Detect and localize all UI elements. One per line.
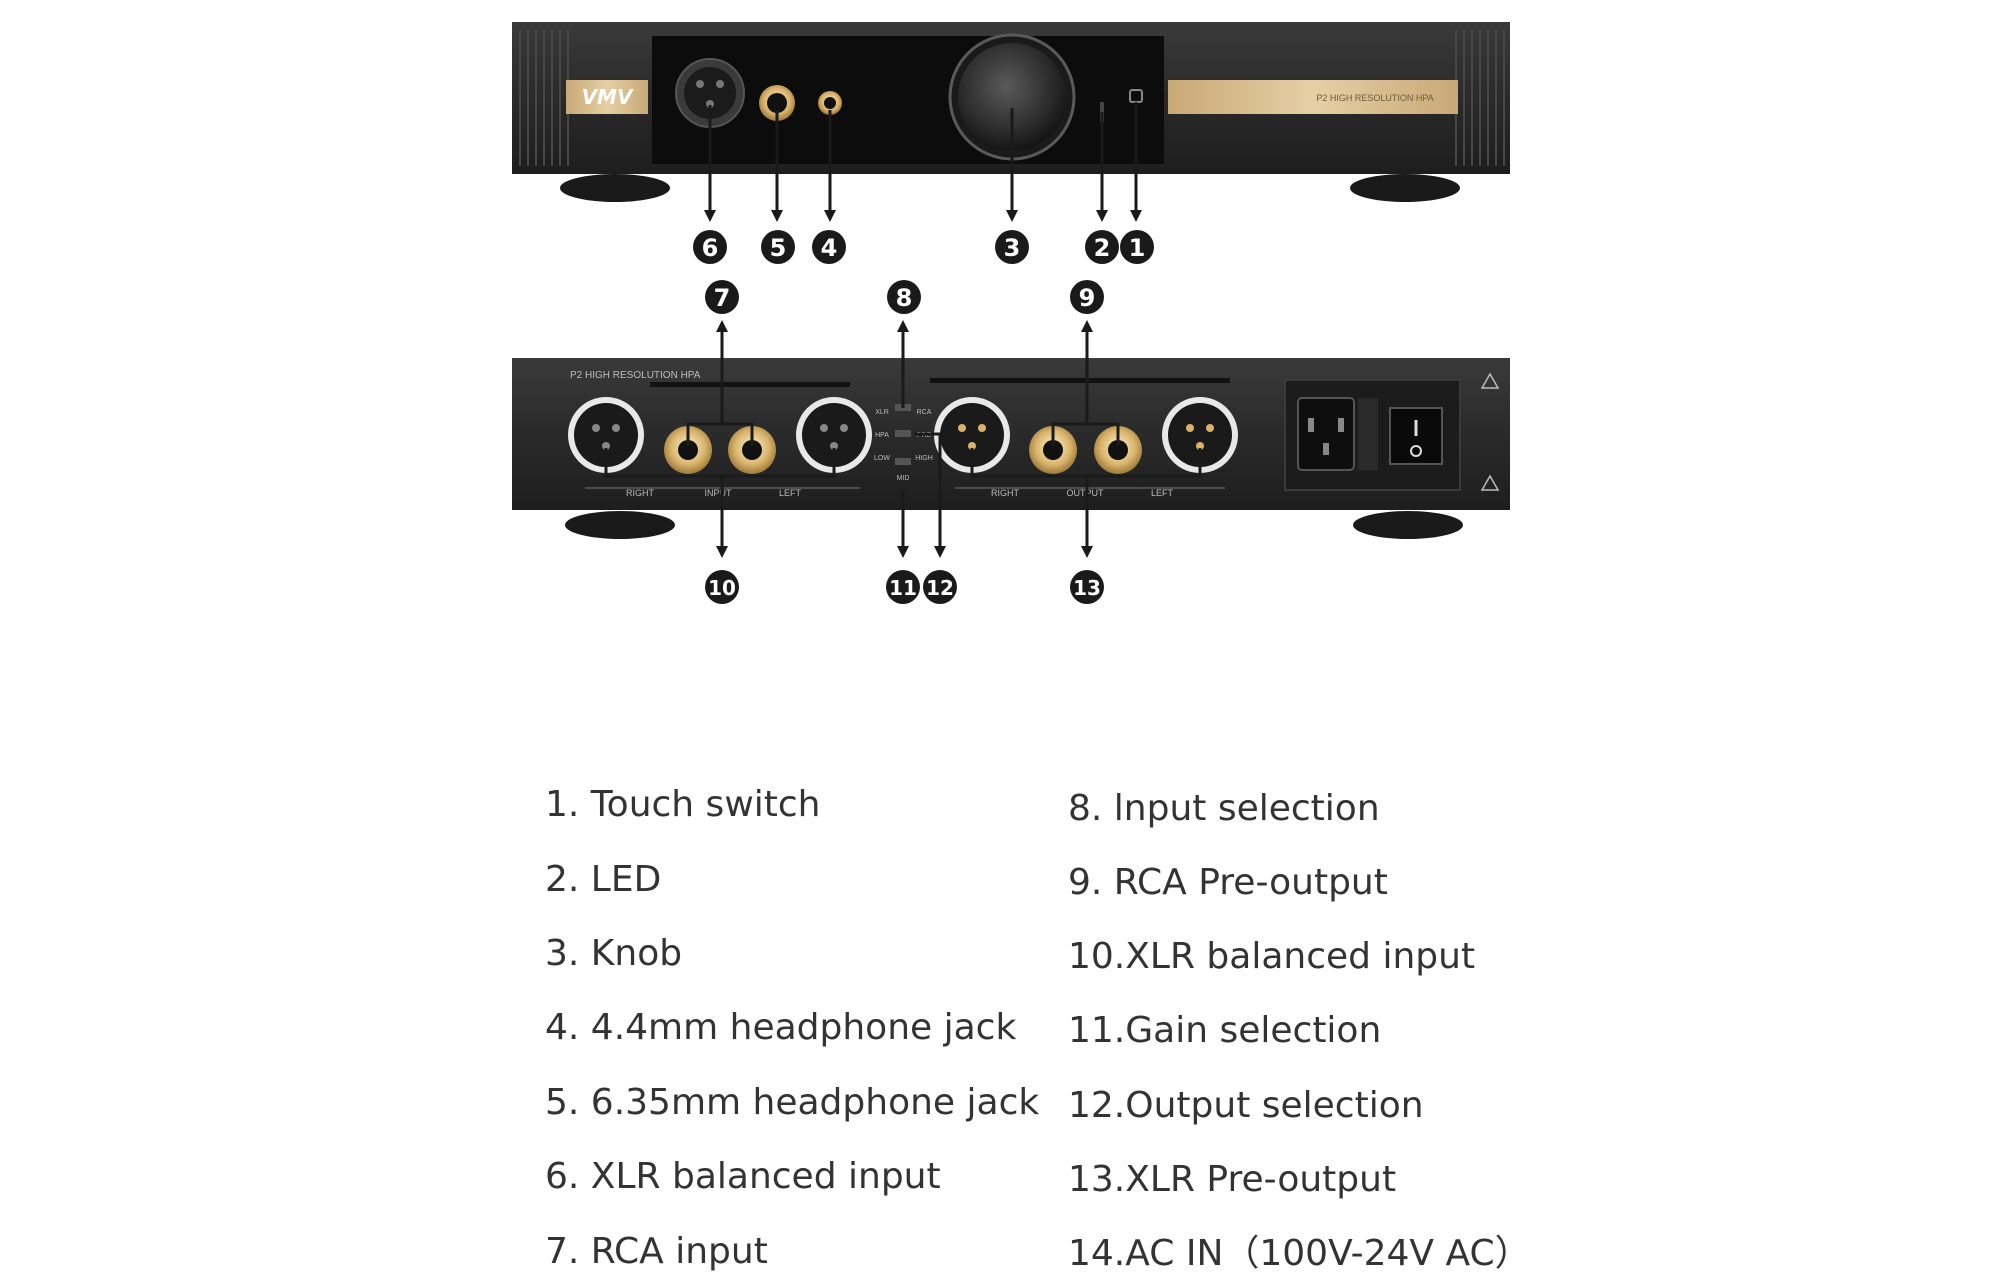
front-ribs-right [1455,30,1505,166]
svg-text:12: 12 [926,576,954,600]
rear-arrows [604,320,1202,558]
svg-text:6: 6 [702,234,719,262]
front-model-text: P2 HIGH RESOLUTION HPA [1316,93,1433,103]
output-label-right: RIGHT [991,488,1020,498]
rear-slot-right [930,378,1230,383]
svg-text:LOW: LOW [874,455,890,462]
svg-text:10: 10 [708,576,736,600]
callout-7: 7 [705,280,739,314]
svg-text:RCA: RCA [917,409,932,416]
callout-3: 3 [995,230,1029,264]
callout-6: 6 [693,230,727,264]
callout-2: 2 [1085,230,1119,264]
svg-text:13: 13 [1073,576,1101,600]
xlr-input-left[interactable] [796,397,872,473]
callout-9: 9 [1070,280,1104,314]
brand-logo-plate [566,80,648,114]
front-model-plate [1168,80,1458,114]
xlr-input-right[interactable] [568,397,644,473]
callout-12: 12 [923,570,957,604]
front-panel: VMV P2 HIGH RESOLUTION HPA [512,22,1510,264]
ac-in-module[interactable] [1284,379,1461,491]
front-ribs-left [519,30,569,166]
callout-11: 11 [886,570,920,604]
callout-5: 5 [761,230,795,264]
output-label-output: OUTPUT [1067,488,1105,498]
svg-text:MID: MID [897,475,910,482]
xlr-output-left[interactable] [1162,397,1238,473]
rear-slot-left [650,382,850,387]
callout-13: 13 [1070,570,1104,604]
front-arrows [704,102,1142,222]
svg-text:11: 11 [889,576,917,600]
input-label-left: LEFT [779,488,802,498]
rear-foot-left [565,511,675,539]
svg-text:1: 1 [1129,234,1146,262]
svg-text:2: 2 [1094,234,1111,262]
svg-text:7: 7 [714,284,731,312]
rca-input-left[interactable] [728,426,776,474]
output-label-left: LEFT [1151,488,1174,498]
jack-4-4mm[interactable] [818,91,842,115]
xlr-output-right[interactable] [934,397,1010,473]
svg-text:9: 9 [1079,284,1096,312]
svg-text:HIGH: HIGH [915,455,933,462]
svg-text:3: 3 [1004,234,1021,262]
brand-logo: VMV [582,85,634,109]
input-label-input: INPUT [705,488,733,498]
svg-text:8: 8 [896,284,913,312]
svg-text:XLR: XLR [875,409,889,416]
rear-panel: 7 8 9 P2 HIGH RESOLUTION HPA R [512,280,1510,604]
svg-text:5: 5 [770,234,787,262]
front-foot-left [560,174,670,202]
rca-input-right[interactable] [664,426,712,474]
callout-1: 1 [1120,230,1154,264]
input-label-right: RIGHT [626,488,655,498]
rca-output-right[interactable] [1029,426,1077,474]
svg-text:4: 4 [821,234,838,262]
callout-4: 4 [812,230,846,264]
callout-10: 10 [705,570,739,604]
jack-6-35mm[interactable] [759,85,795,121]
rear-foot-right [1353,511,1463,539]
front-foot-right [1350,174,1460,202]
volume-knob[interactable] [948,33,1076,161]
callout-8: 8 [887,280,921,314]
warning-triangles [1480,372,1500,491]
rca-output-left[interactable] [1094,426,1142,474]
svg-text:HPA: HPA [875,432,889,439]
rear-model-text: P2 HIGH RESOLUTION HPA [570,370,701,381]
